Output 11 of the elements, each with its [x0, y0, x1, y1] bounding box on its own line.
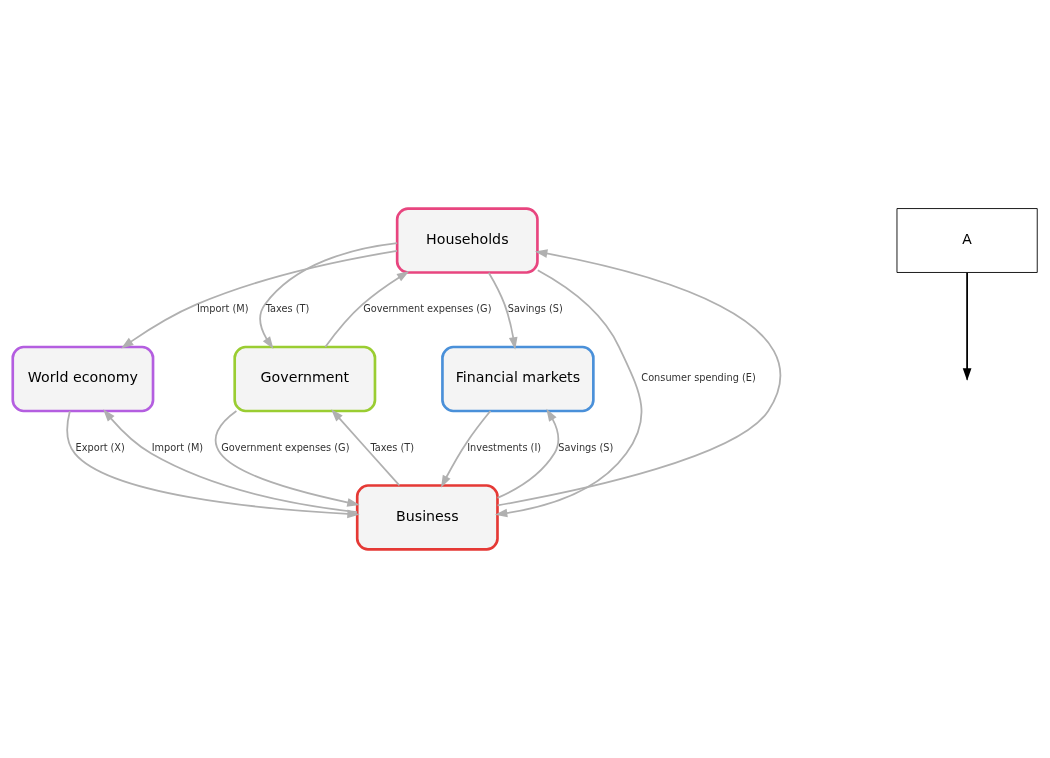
- edge-label: Government expenses (G): [221, 441, 350, 453]
- edge-label: Savings (S): [507, 303, 563, 315]
- edge-label: Consumer spending (E): [641, 372, 756, 384]
- edge-label: Government expenses (G): [363, 303, 492, 315]
- edge-label: Savings (S): [558, 441, 614, 453]
- edge-label: Investments (I): [467, 441, 542, 453]
- edge-label: Taxes (T): [265, 303, 310, 315]
- edge-label: Import (M): [196, 303, 249, 315]
- edge-label: Export (X): [75, 441, 125, 453]
- edge-label: Taxes (T): [370, 441, 415, 453]
- edge-label: Import (M): [151, 441, 204, 453]
